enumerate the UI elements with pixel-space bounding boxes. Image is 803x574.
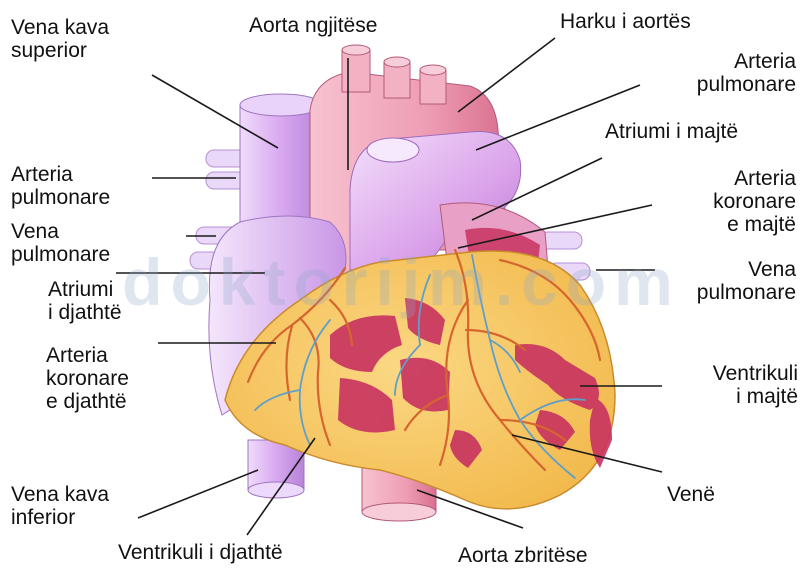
label-aorta-ngjitese: Aorta ngjitëse [249,14,377,37]
label-ventrikuli-majte: Ventrikuli i majtë [640,362,798,408]
label-ventrikuli-djathte: Ventrikuli i djathtë [118,541,283,564]
label-atriumi-majte: Atriumi i majtë [605,120,738,143]
label-vena-kava-superior: Vena kava superior [11,16,109,62]
label-vena-pulmonare-left: Vena pulmonare [11,220,110,266]
label-arteria-koronare-djathte: Arteria koronare e djathtë [46,344,129,413]
label-aorta-zbritese: Aorta zbritëse [458,544,588,567]
label-vena-kava-inferior: Vena kava inferior [11,483,109,529]
label-harku-aortes: Harku i aortës [560,10,691,33]
label-vene: Venë [667,483,715,506]
label-vena-pulmonare-right: Vena pulmonare [640,258,796,304]
label-arteria-koronare-majte: Arteria koronare e majtë [640,167,796,236]
label-arteria-pulmonare-right: Arteria pulmonare [620,50,796,96]
label-arteria-pulmonare-left: Arteria pulmonare [11,163,110,209]
label-atriumi-djathte: Atriumi i djathtë [48,278,122,324]
